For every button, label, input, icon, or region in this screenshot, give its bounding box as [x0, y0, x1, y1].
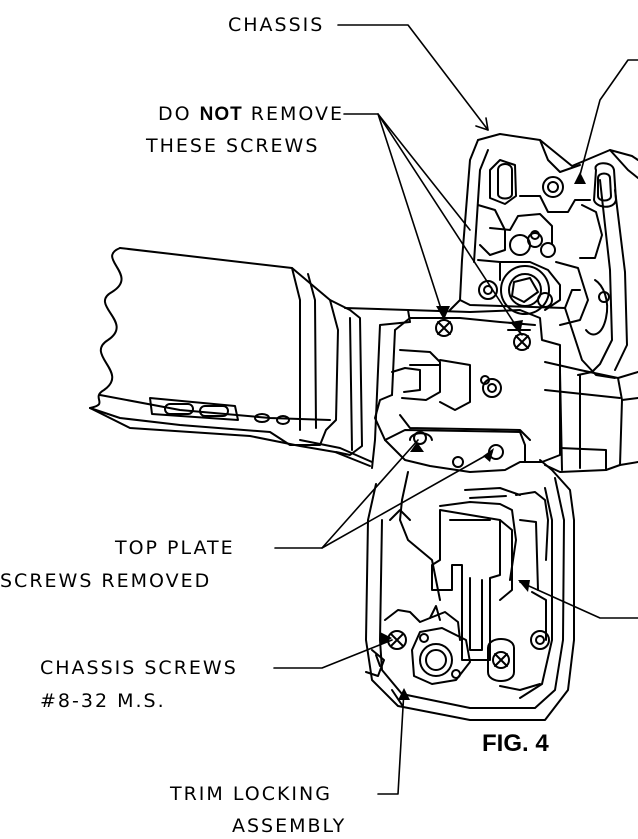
lower-chassis-details: [365, 471, 550, 706]
label-do-not-remove: DO NOT REMOVE: [100, 102, 344, 127]
leader-chassis-screws: [273, 639, 393, 669]
leader-bottom-right: [519, 581, 638, 619]
leader-trim-locking: [377, 689, 405, 795]
upper-left-slot: [497, 163, 513, 200]
handle-break-line: [89, 247, 123, 409]
chassis-screw-right: [487, 638, 515, 682]
label-screw-spec: #8-32 M.S.: [40, 690, 166, 712]
arrow-heads: [380, 172, 586, 700]
lock-cylinder: [419, 643, 453, 677]
label-chassis-screws: CHASSIS SCREWS: [40, 657, 238, 679]
label-do-not-prefix: DO: [158, 103, 200, 125]
leader-chassis: [337, 24, 489, 131]
latch-housing: [544, 361, 638, 473]
leader-lines: [273, 24, 638, 795]
spindle-hub: [500, 265, 550, 315]
leader-do-not-remove: [343, 113, 445, 319]
label-do-not-emphasis: NOT: [199, 104, 243, 125]
figure-label: FIG. 4: [482, 730, 549, 757]
label-screws-removed: SCREWS REMOVED: [0, 570, 212, 592]
label-do-not-suffix: REMOVE: [242, 103, 344, 125]
label-these-screws: THESE SCREWS: [146, 135, 320, 157]
chassis-body: [365, 133, 638, 721]
label-assembly: ASSEMBLY: [232, 815, 347, 837]
locking-slide: [431, 509, 501, 661]
rose-collar: [329, 299, 411, 469]
label-trim-locking: TRIM LOCKING: [170, 783, 332, 805]
lever-handle: [89, 247, 373, 467]
removed-screw-hole-2: [452, 456, 464, 468]
lock-cam: [411, 627, 471, 685]
leader-top-right: [579, 59, 638, 176]
label-chassis: CHASSIS: [228, 14, 325, 36]
label-top-plate: TOP PLATE: [115, 537, 235, 559]
top-plate: [374, 309, 561, 473]
upper-chassis-details: [477, 159, 617, 336]
